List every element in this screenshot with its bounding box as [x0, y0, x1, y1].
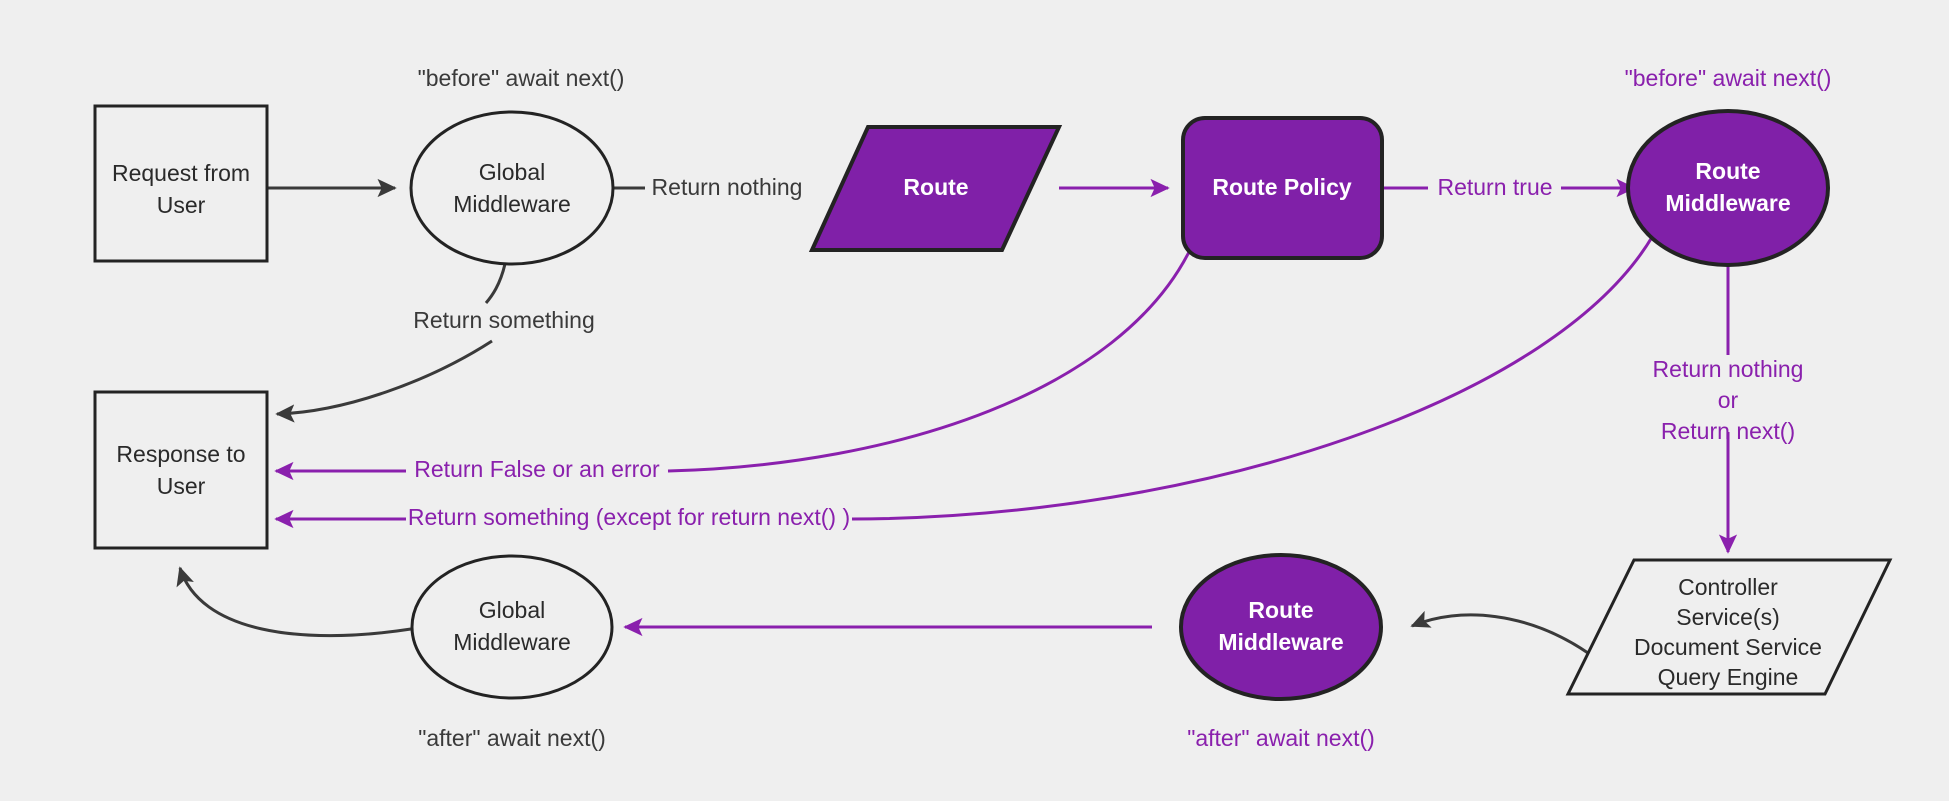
response-to-user-line1: Response to — [116, 441, 245, 467]
edge-label-return-true: Return true — [1437, 174, 1552, 200]
annotation-after-await-next-global: "after" await next() — [418, 725, 606, 751]
edge-label-return-false-or-error: Return False or an error — [414, 456, 660, 482]
node-controller-stack[interactable]: Controller Service(s) Document Service Q… — [1565, 558, 1893, 696]
edge-route-policy-return-false — [667, 249, 1192, 473]
route-middleware-bottom-line2: Middleware — [1218, 629, 1343, 655]
request-from-user-line1: Request from — [112, 160, 250, 186]
annotation-after-await-next-route: "after" await next() — [1187, 725, 1375, 751]
edge-label-return-something-global: Return something — [413, 307, 595, 333]
controller-stack-line2: Service(s) — [1676, 604, 1780, 630]
global-middleware-bottom-line2: Middleware — [453, 629, 571, 655]
node-global-middleware-bottom[interactable]: Global Middleware — [410, 554, 614, 700]
controller-stack-line1: Controller — [1678, 574, 1778, 600]
annotation-before-await-next-global: "before" await next() — [418, 65, 625, 91]
global-middleware-bottom-line1: Global — [479, 597, 545, 623]
edge-global-middleware-return-something-lower — [275, 339, 493, 423]
node-route[interactable]: Route — [808, 125, 1063, 252]
response-to-user-line2: User — [157, 473, 206, 499]
node-response-to-user[interactable]: Response to User — [93, 390, 269, 550]
route-label: Route — [903, 174, 968, 200]
edge-label-return-nothing-or-next-line2: or — [1718, 387, 1739, 413]
route-policy-label: Route Policy — [1212, 174, 1352, 200]
global-middleware-top-line1: Global — [479, 159, 545, 185]
edge-label-return-something-except-next: Return something (except for return next… — [408, 504, 850, 530]
route-middleware-top-line1: Route — [1695, 158, 1760, 184]
edge-route-middleware-return-something — [851, 231, 1657, 521]
node-route-policy[interactable]: Route Policy — [1181, 116, 1384, 260]
global-middleware-top-line2: Middleware — [453, 191, 571, 217]
controller-stack-line4: Query Engine — [1658, 664, 1799, 690]
edge-label-return-nothing-or-next-line1: Return nothing — [1653, 356, 1804, 382]
node-global-middleware-top[interactable]: Global Middleware — [409, 110, 615, 266]
route-middleware-top-line2: Middleware — [1665, 190, 1790, 216]
route-middleware-bottom-line1: Route — [1248, 597, 1313, 623]
edge-controller-to-route-middleware-bottom — [1410, 610, 1589, 655]
request-from-user-line2: User — [157, 192, 206, 218]
node-request-from-user[interactable]: Request from User — [93, 104, 269, 263]
edge-label-return-nothing: Return nothing — [652, 174, 803, 200]
node-route-middleware-top[interactable]: Route Middleware — [1626, 109, 1830, 267]
edge-global-middleware-return-something-upper — [484, 263, 507, 304]
edge-global-middleware-bottom-to-response — [176, 566, 412, 638]
node-route-middleware-bottom[interactable]: Route Middleware — [1179, 553, 1383, 701]
edge-label-return-nothing-or-next-line3: Return next() — [1661, 418, 1795, 444]
annotation-before-await-next-route: "before" await next() — [1625, 65, 1832, 91]
controller-stack-line3: Document Service — [1634, 634, 1822, 660]
